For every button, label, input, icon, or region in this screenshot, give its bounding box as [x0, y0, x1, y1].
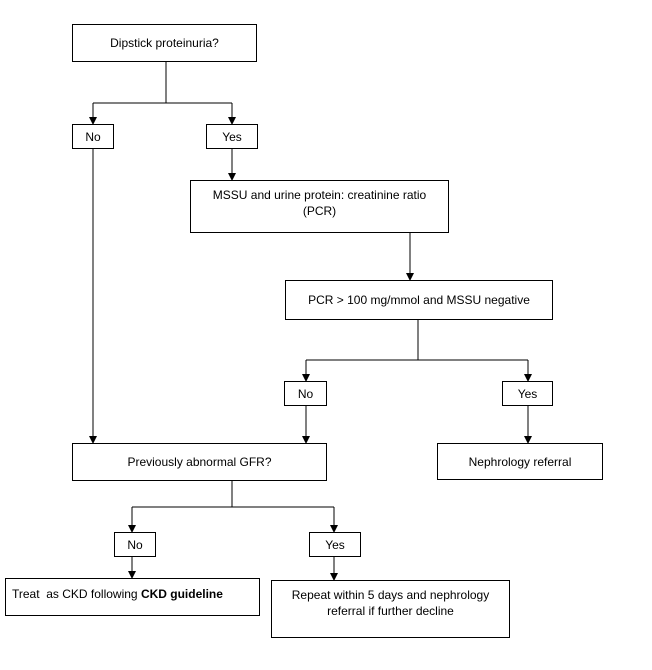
node-previously-abnormal-gfr: Previously abnormal GFR? [72, 443, 327, 481]
node-no-3-label: No [127, 537, 143, 552]
node-no-3: No [114, 532, 156, 557]
ckd-guideline-link[interactable]: CKD guideline [140, 587, 223, 601]
node-no-1-label: No [85, 129, 101, 144]
node-treat-ckd-prefix: Treat as CKD following [12, 587, 141, 601]
node-nephrology-referral: Nephrology referral [437, 443, 603, 480]
node-pcr-threshold-label: PCR > 100 mg/mmol and MSSU negative [308, 293, 530, 307]
node-yes-2-label: Yes [517, 386, 538, 401]
node-treat-as-ckd: Treat as CKD following CKD guideline [5, 578, 260, 616]
node-repeat-within-5-days: Repeat within 5 days and nephrology refe… [271, 580, 510, 638]
node-no-1: No [72, 124, 114, 149]
node-yes-1: Yes [206, 124, 258, 149]
node-dipstick-label: Dipstick proteinuria? [110, 36, 219, 50]
node-mssu-pcr-label: MSSU and urine protein: creatinine ratio… [212, 188, 427, 218]
node-no-2-label: No [297, 386, 314, 401]
node-repeat-label: Repeat within 5 days and nephrology refe… [291, 588, 490, 618]
node-treat-ckd-text: Treat as CKD following CKD guideline [12, 586, 223, 615]
node-yes-2: Yes [502, 381, 553, 406]
node-yes-3-label: Yes [325, 537, 345, 552]
node-no-2: No [284, 381, 327, 406]
node-mssu-pcr: MSSU and urine protein: creatinine ratio… [190, 180, 449, 233]
node-yes-3: Yes [309, 532, 361, 557]
node-nephrology-referral-label: Nephrology referral [468, 454, 572, 469]
node-prev-gfr-label: Previously abnormal GFR? [127, 455, 272, 469]
node-yes-1-label: Yes [222, 129, 242, 144]
node-pcr-threshold: PCR > 100 mg/mmol and MSSU negative [285, 280, 553, 320]
node-dipstick-proteinuria: Dipstick proteinuria? [72, 24, 257, 62]
